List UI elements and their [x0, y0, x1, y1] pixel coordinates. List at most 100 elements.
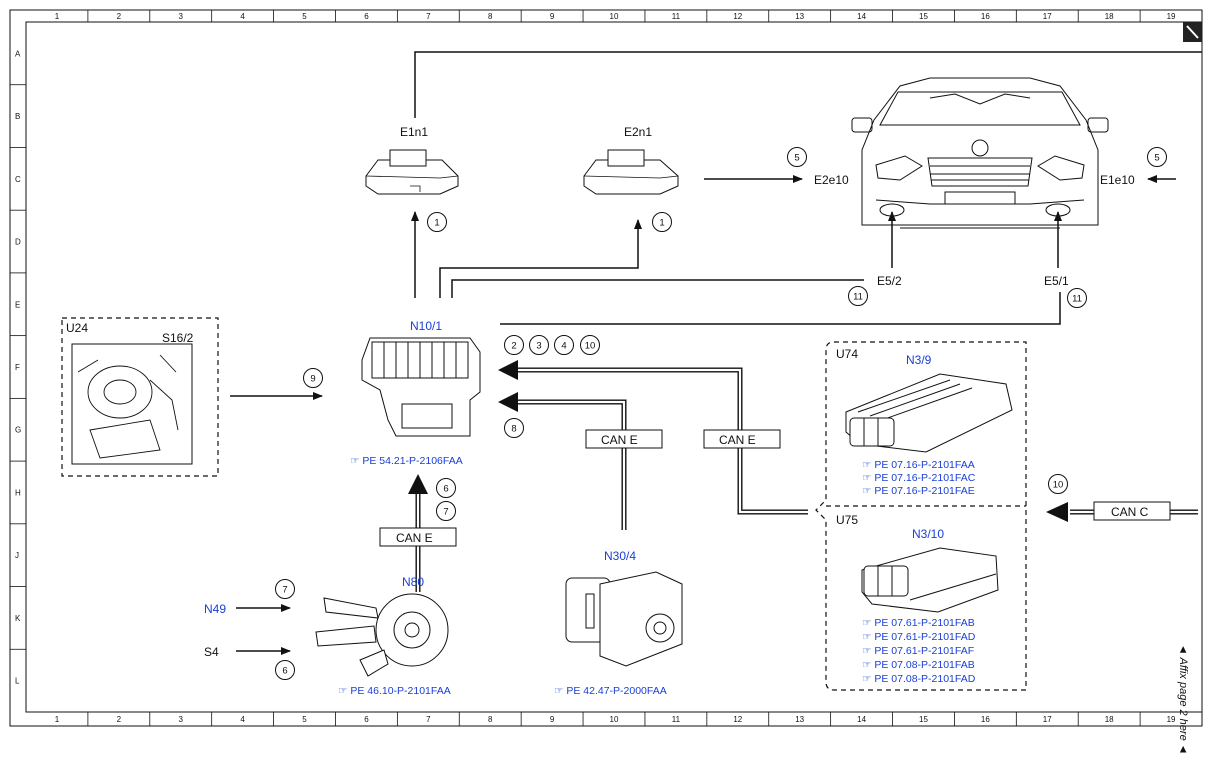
grid-column-6-top: 6 [364, 12, 369, 21]
affix-note: ◄ Affix page 2 here ◄ [1177, 644, 1189, 755]
can-e-label-1: CAN E [601, 433, 638, 447]
affix-note-text: ◄ Affix page 2 here ◄ [1177, 644, 1189, 755]
n3-10-ref-5[interactable]: ☞ PE 07.08-P-2101FAD [862, 673, 976, 685]
reference-number: 5 [1154, 153, 1159, 164]
e1n1-label: E1n1 [400, 125, 428, 139]
grid-row-D: D [15, 238, 21, 247]
s16-2-label: S16/2 [162, 331, 194, 345]
n3-10-ref-4[interactable]: ☞ PE 07.08-P-2101FAB [862, 659, 975, 671]
n3-9-references: ☞ PE 07.16-P-2101FAA ☞ PE 07.16-P-2101FA… [862, 459, 976, 497]
n49-label: N49 [204, 602, 226, 616]
grid-row-K: K [15, 614, 21, 623]
reference-circle-c11a: 11 [848, 286, 868, 306]
grid-column-18-top: 18 [1105, 12, 1114, 21]
reference-circle-c10a: 10 [580, 335, 600, 355]
grid-column-5-bottom: 5 [302, 715, 307, 724]
reference-circle-c9: 9 [303, 368, 323, 388]
reference-number: 1 [434, 218, 439, 229]
u74-label: U74 [836, 347, 858, 361]
reference-number: 1 [659, 218, 664, 229]
n3-9-ref-1[interactable]: ☞ PE 07.16-P-2101FAA [862, 459, 975, 471]
reference-number: 10 [1053, 480, 1064, 491]
pointing-hand-icon: ☞ [350, 455, 362, 467]
n3-10-ref-2[interactable]: ☞ PE 07.61-P-2101FAD [862, 631, 976, 643]
n3-9-ref-2[interactable]: ☞ PE 07.16-P-2101FAC [862, 472, 976, 484]
grid-column-13-bottom: 13 [795, 715, 804, 724]
reference-circle-c1a: 1 [427, 212, 447, 232]
n80-reference-link[interactable]: ☞ PE 46.10-P-2101FAA [338, 685, 451, 697]
reference-circle-c6a: 6 [436, 478, 456, 498]
reference-circle-c3: 3 [529, 335, 549, 355]
s16-2-switch-illustration [77, 354, 179, 459]
reference-circle-c2: 2 [504, 335, 524, 355]
grid-column-18-bottom: 18 [1105, 715, 1114, 724]
diagram-inner-frame [25, 21, 1203, 713]
n3-9-ref-3[interactable]: ☞ PE 07.16-P-2101FAE [862, 485, 975, 497]
can-e-label-3: CAN E [396, 531, 433, 545]
grid-column-14-top: 14 [857, 12, 866, 21]
n3-10-references: ☞ PE 07.61-P-2101FAB ☞ PE 07.61-P-2101FA… [862, 617, 976, 685]
reference-circle-c5b: 5 [1147, 147, 1167, 167]
n3-9-label: N3/9 [906, 353, 932, 367]
reference-circle-c7b: 7 [275, 579, 295, 599]
n10-1-label: N10/1 [410, 319, 442, 333]
grid-column-4-top: 4 [240, 12, 245, 21]
n3-9-module [845, 373, 1013, 453]
grid-row-F: F [15, 363, 20, 372]
grid-column-19-top: 19 [1167, 12, 1176, 21]
e2n1-label: E2n1 [624, 125, 652, 139]
reference-circle-c11b: 11 [1067, 288, 1087, 308]
grid-column-1-top: 1 [55, 12, 60, 21]
grid-row-C: C [15, 175, 21, 184]
grid-row-A: A [15, 49, 21, 58]
reference-number: 3 [536, 341, 541, 352]
grid-column-15-top: 15 [919, 12, 928, 21]
reference-number: 7 [282, 585, 287, 596]
grid-column-15-bottom: 15 [919, 715, 928, 724]
grid-column-8-bottom: 8 [488, 715, 493, 724]
reference-number: 11 [853, 292, 863, 303]
grid-row-B: B [15, 112, 20, 121]
line-top-bus [414, 51, 1202, 118]
n30-4-reference-link[interactable]: ☞ PE 42.47-P-2000FAA [554, 685, 667, 697]
reference-number: 11 [1072, 294, 1082, 305]
u74-u75-group [815, 341, 1027, 691]
grid-column-3-top: 3 [179, 12, 184, 21]
reference-number: 4 [561, 341, 566, 352]
grid-column-10-top: 10 [610, 12, 619, 21]
reference-circle-c7a: 7 [436, 501, 456, 521]
grid-column-12-bottom: 12 [733, 715, 742, 724]
grid-row-J: J [15, 551, 19, 560]
grid-column-7-bottom: 7 [426, 715, 431, 724]
reference-circle-c8: 8 [504, 418, 524, 438]
page-corner-icon [1183, 22, 1202, 42]
bus-n30-4-to-n10-1-outer [506, 399, 627, 530]
s16-2-photo [71, 343, 193, 465]
reference-number: 6 [443, 484, 448, 495]
reference-number: 6 [282, 666, 287, 677]
e5-2-label: E5/2 [877, 274, 902, 288]
grid-column-6-bottom: 6 [364, 715, 369, 724]
can-c-box [1093, 501, 1171, 521]
grid-column-3-bottom: 3 [179, 715, 184, 724]
grid-column-10-bottom: 10 [610, 715, 619, 724]
s4-label: S4 [204, 645, 219, 659]
can-e-box-1 [585, 429, 663, 449]
can-e-box-2 [703, 429, 781, 449]
grid-column-8-top: 8 [488, 12, 493, 21]
n10-1-reference-link[interactable]: ☞ PE 54.21-P-2106FAA [350, 455, 463, 467]
n10-1-module [361, 337, 481, 437]
n3-10-ref-1[interactable]: ☞ PE 07.61-P-2101FAB [862, 617, 975, 629]
grid-column-19-bottom: 19 [1167, 715, 1176, 724]
n80-label: N80 [402, 575, 424, 589]
grid-column-9-top: 9 [550, 12, 555, 21]
n3-10-ref-3[interactable]: ☞ PE 07.61-P-2101FAF [862, 645, 974, 657]
reference-circle-c10b: 10 [1048, 474, 1068, 494]
reference-number: 7 [443, 507, 448, 518]
grid-column-13-top: 13 [795, 12, 804, 21]
reference-number: 2 [511, 341, 516, 352]
n80-module [315, 593, 449, 677]
grid-row-E: E [15, 300, 20, 309]
